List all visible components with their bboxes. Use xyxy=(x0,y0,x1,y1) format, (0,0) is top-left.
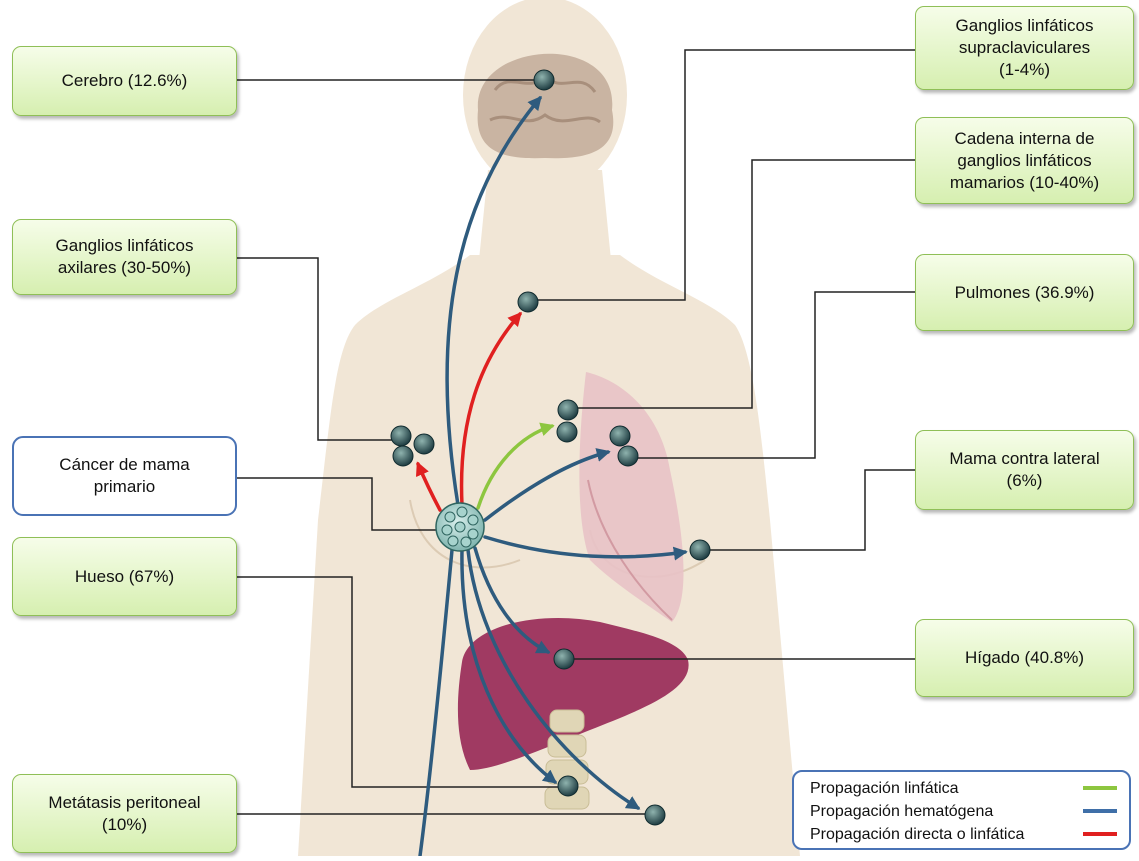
legend-item-lymphatic: Propagación linfática xyxy=(810,777,1129,800)
nodule-peritoneal xyxy=(645,805,665,825)
nodule-internal-mammary-2 xyxy=(557,422,577,442)
nodule-lung-1 xyxy=(610,426,630,446)
legend-swatch-green xyxy=(1083,786,1117,790)
legend-label: Propagación linfática xyxy=(810,780,959,797)
legend-item-hematogenous: Propagación hematógena xyxy=(810,800,1129,823)
nodule-axillary-1 xyxy=(391,426,411,446)
nodule-axillary-3 xyxy=(393,446,413,466)
nodule-axillary-2 xyxy=(414,434,434,454)
primary-cancer-box: Cáncer de mama primario xyxy=(12,436,237,516)
site-lungs-box: Pulmones (36.9%) xyxy=(915,254,1134,331)
site-axillary-box: Ganglios linfáticos axilares (30-50%) xyxy=(12,219,237,295)
site-bone-box: Hueso (67%) xyxy=(12,537,237,616)
site-brain-box: Cerebro (12.6%) xyxy=(12,46,237,116)
nodule-supraclavicular xyxy=(518,292,538,312)
site-supraclavicular-box: Ganglios linfáticos supraclaviculares (1… xyxy=(915,6,1134,90)
brain-organ xyxy=(478,54,614,159)
legend-item-direct: Propagación directa o linfática xyxy=(810,823,1129,846)
legend-swatch-red xyxy=(1083,832,1117,836)
nodule-internal-mammary-1 xyxy=(558,400,578,420)
legend-swatch-blue xyxy=(1083,809,1117,813)
legend-label: Propagación directa o linfática xyxy=(810,826,1024,843)
nodule-contralateral xyxy=(690,540,710,560)
site-contralateral-box: Mama contra lateral (6%) xyxy=(915,430,1134,510)
primary-tumor xyxy=(436,503,484,551)
site-liver-box: Hígado (40.8%) xyxy=(915,619,1134,697)
nodule-liver xyxy=(554,649,574,669)
nodule-bone xyxy=(558,776,578,796)
site-peritoneal-box: Metátasis peritoneal (10%) xyxy=(12,774,237,853)
site-internal-mammary-box: Cadena interna de ganglios linfáticos ma… xyxy=(915,117,1134,204)
legend-label: Propagación hematógena xyxy=(810,803,993,820)
legend: Propagación linfática Propagación hemató… xyxy=(792,770,1131,850)
nodule-brain xyxy=(534,70,554,90)
nodule-lung-2 xyxy=(618,446,638,466)
